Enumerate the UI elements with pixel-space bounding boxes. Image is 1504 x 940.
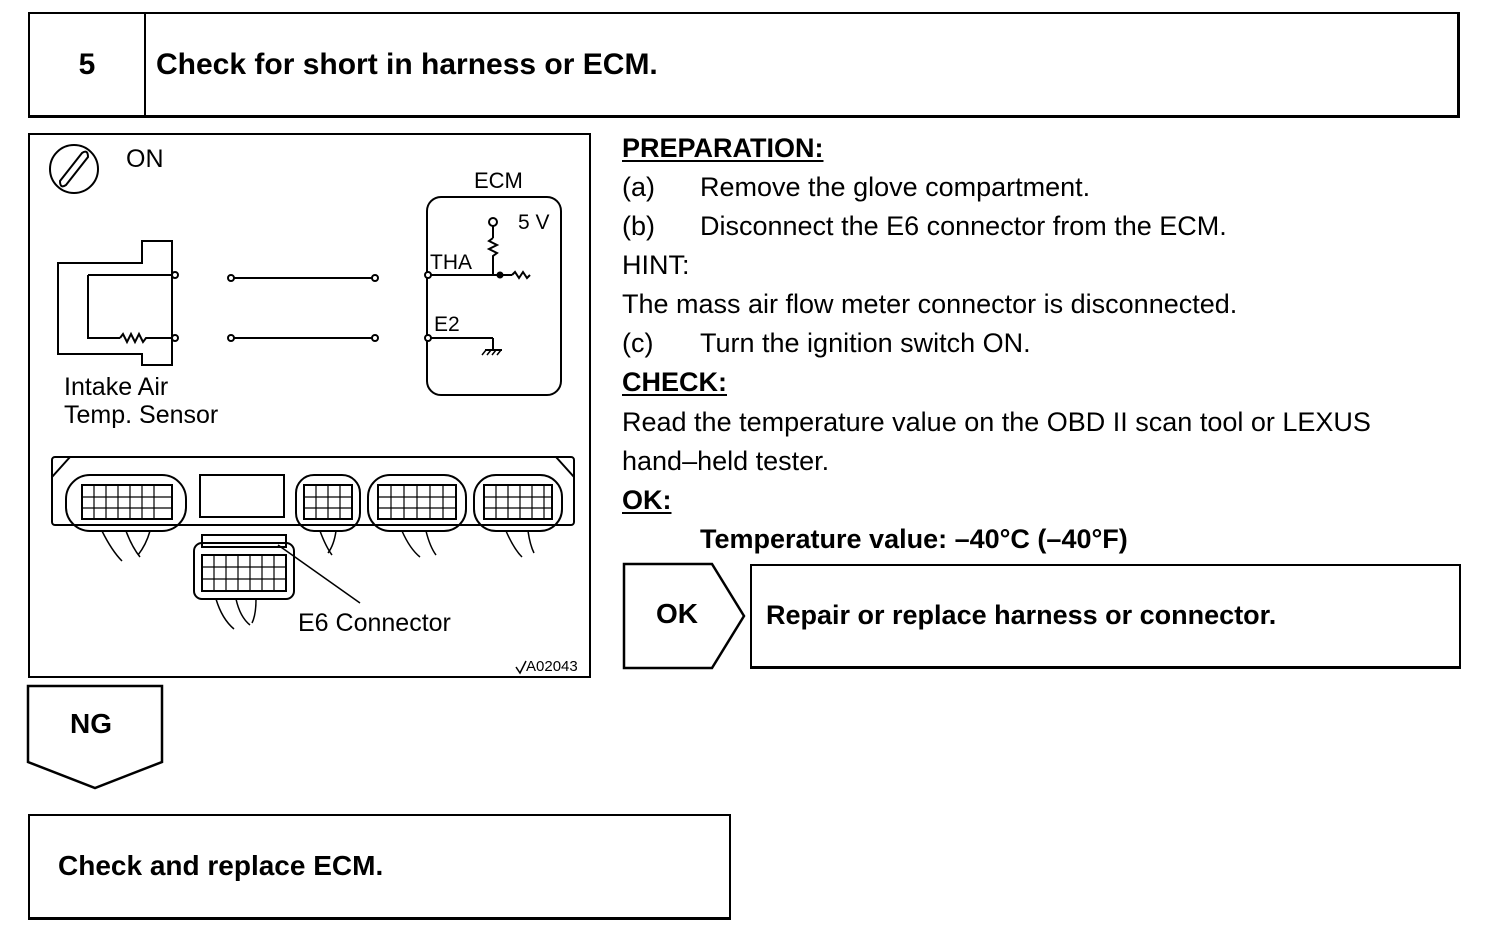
- ok-heading: OK:: [622, 485, 672, 515]
- check-line-2: hand–held tester.: [622, 446, 830, 476]
- hint-label: HINT:: [622, 250, 690, 280]
- step-text: Remove the glove compartment.: [700, 172, 1091, 202]
- step-text: Disconnect the E6 connector from the ECM…: [700, 211, 1227, 241]
- ignition-on-label: ON: [126, 145, 164, 173]
- connector-block-4: [473, 474, 563, 558]
- ok-action: Repair or replace harness or connector.: [766, 600, 1277, 630]
- wiring-figure: ON ECM 5 V THA E2 Intake Air Temp. Senso…: [28, 133, 591, 678]
- harness-wires: [227, 274, 379, 342]
- connector-label: E6 Connector: [298, 609, 451, 637]
- connector-block-2: [295, 474, 361, 556]
- sensor-icon: [57, 240, 179, 366]
- tha-label: THA: [430, 251, 472, 274]
- voltage-label: 5 V: [518, 211, 550, 234]
- figure-code: A02043: [526, 658, 578, 675]
- step-marker: (b): [622, 211, 655, 241]
- ok-spec: Temperature value: –40°C (–40°F): [700, 524, 1128, 554]
- ok-label: OK: [656, 598, 698, 629]
- step-marker: (a): [622, 172, 655, 202]
- check-line-1: Read the temperature value on the OBD II…: [622, 407, 1371, 437]
- sensor-label-line2: Temp. Sensor: [64, 401, 219, 429]
- ignition-switch-icon: [49, 144, 99, 194]
- ok-arrow: [622, 562, 746, 670]
- preparation-heading: PREPARATION:: [622, 133, 824, 163]
- ng-action: Check and replace ECM.: [58, 850, 384, 881]
- connector-block-1: [65, 474, 187, 562]
- step-header: 5 Check for short in harness or ECM.: [28, 12, 1460, 118]
- e6-connector-icon: [193, 534, 361, 630]
- check-heading: CHECK:: [622, 367, 727, 397]
- hint-text: The mass air flow meter connector is dis…: [622, 289, 1238, 319]
- ecm-connector-panel: [51, 456, 575, 562]
- ng-label: NG: [70, 708, 112, 739]
- step-title: Check for short in harness or ECM.: [156, 47, 658, 81]
- e2-label: E2: [434, 313, 460, 336]
- sensor-label-line1: Intake Air: [64, 373, 169, 401]
- ng-arrow: [26, 684, 164, 790]
- ecm-label: ECM: [474, 168, 523, 193]
- ng-action-box: Check and replace ECM.: [28, 814, 731, 920]
- ok-action-box: Repair or replace harness or connector.: [750, 564, 1461, 669]
- step-marker: (c): [622, 328, 654, 358]
- ecm-icon: [424, 196, 562, 396]
- step-number: 5: [30, 14, 146, 115]
- wiring-diagram: [49, 144, 575, 675]
- step-text: Turn the ignition switch ON.: [700, 328, 1031, 358]
- connector-block-3: [367, 474, 467, 558]
